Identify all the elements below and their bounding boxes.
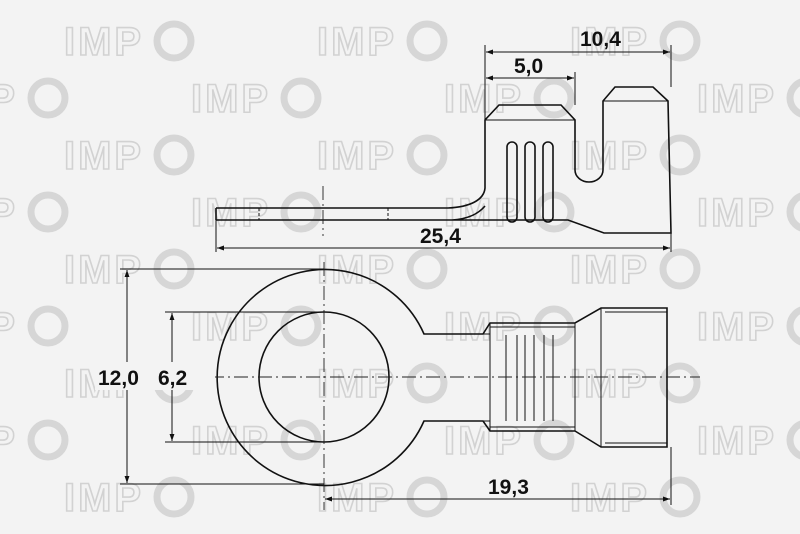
watermark-logo: IMP — [316, 19, 448, 65]
watermark-logo: IMP — [316, 361, 448, 407]
watermark-logo: IMP — [443, 418, 575, 464]
watermark-logo: IMP — [569, 361, 701, 407]
watermark-logo: IMP — [0, 190, 69, 236]
svg-text:IMP: IMP — [191, 191, 271, 235]
watermark-logo: IMP — [569, 133, 701, 179]
dimension-label-overall-length: 25,4 — [420, 225, 461, 248]
side-view: 10,4 5,0 25,4 — [215, 28, 672, 252]
watermark-logo: IMP — [443, 190, 575, 236]
crimp-rib — [542, 141, 554, 223]
svg-text:IMP: IMP — [444, 77, 524, 121]
watermark-logo: IMP — [569, 19, 701, 65]
watermark-logo: IMP — [63, 475, 195, 521]
svg-text:IMP: IMP — [444, 419, 524, 463]
svg-text:IMP: IMP — [570, 362, 650, 406]
watermark-logo: IMP — [443, 76, 575, 122]
svg-text:IMP: IMP — [191, 77, 271, 121]
crimp-rib — [506, 141, 518, 223]
svg-text:IMP: IMP — [0, 191, 18, 235]
svg-text:IMP: IMP — [317, 362, 397, 406]
watermark-logo: IMP — [63, 133, 195, 179]
watermark-logo: IMP — [190, 190, 322, 236]
svg-text:IMP: IMP — [570, 20, 650, 64]
watermark-logo: IMP — [696, 190, 800, 236]
dimension-label-outer-diameter: 12,0 — [98, 367, 139, 390]
watermark-logo: IMP — [696, 76, 800, 122]
watermark-logo: IMP — [63, 19, 195, 65]
watermark-logo: IMP — [0, 418, 69, 464]
watermark-logo: IMP — [569, 247, 701, 293]
crimp-ribs-top — [505, 335, 554, 421]
svg-text:IMP: IMP — [570, 134, 650, 178]
dimension-label-grip-length: 5,0 — [514, 55, 543, 78]
svg-text:IMP: IMP — [570, 248, 650, 292]
svg-text:IMP: IMP — [697, 77, 777, 121]
dimension-label-center-to-end: 19,3 — [488, 476, 529, 499]
watermark-logo: IMP — [0, 304, 69, 350]
barrel-edges — [483, 308, 667, 447]
label-backdrop — [95, 362, 215, 390]
ring-and-barrel-outline — [216, 268, 668, 487]
svg-text:IMP: IMP — [317, 20, 397, 64]
svg-text:IMP: IMP — [444, 191, 524, 235]
watermark-logo: IMP — [190, 418, 322, 464]
watermark-logo: IMP — [0, 76, 69, 122]
watermark-logo: IMP — [696, 304, 800, 350]
svg-text:IMP: IMP — [697, 191, 777, 235]
svg-text:IMP: IMP — [697, 305, 777, 349]
svg-text:IMP: IMP — [0, 305, 18, 349]
svg-text:IMP: IMP — [64, 134, 144, 178]
side-profile-outline — [215, 86, 672, 234]
dimension-label-hole-diameter: 6,2 — [158, 367, 187, 390]
dimension-label-barrel-length: 10,4 — [580, 28, 621, 51]
watermark-logo: IMP — [316, 133, 448, 179]
svg-text:IMP: IMP — [64, 20, 144, 64]
top-view: 12,0 6,2 19,3 — [95, 262, 700, 510]
watermark-logo: IMP — [696, 418, 800, 464]
svg-text:IMP: IMP — [0, 77, 18, 121]
watermark-logo: IMP — [190, 76, 322, 122]
svg-text:IMP: IMP — [191, 419, 271, 463]
crimp-rib — [524, 141, 536, 223]
svg-text:IMP: IMP — [317, 134, 397, 178]
svg-text:IMP: IMP — [697, 419, 777, 463]
svg-text:IMP: IMP — [0, 419, 18, 463]
